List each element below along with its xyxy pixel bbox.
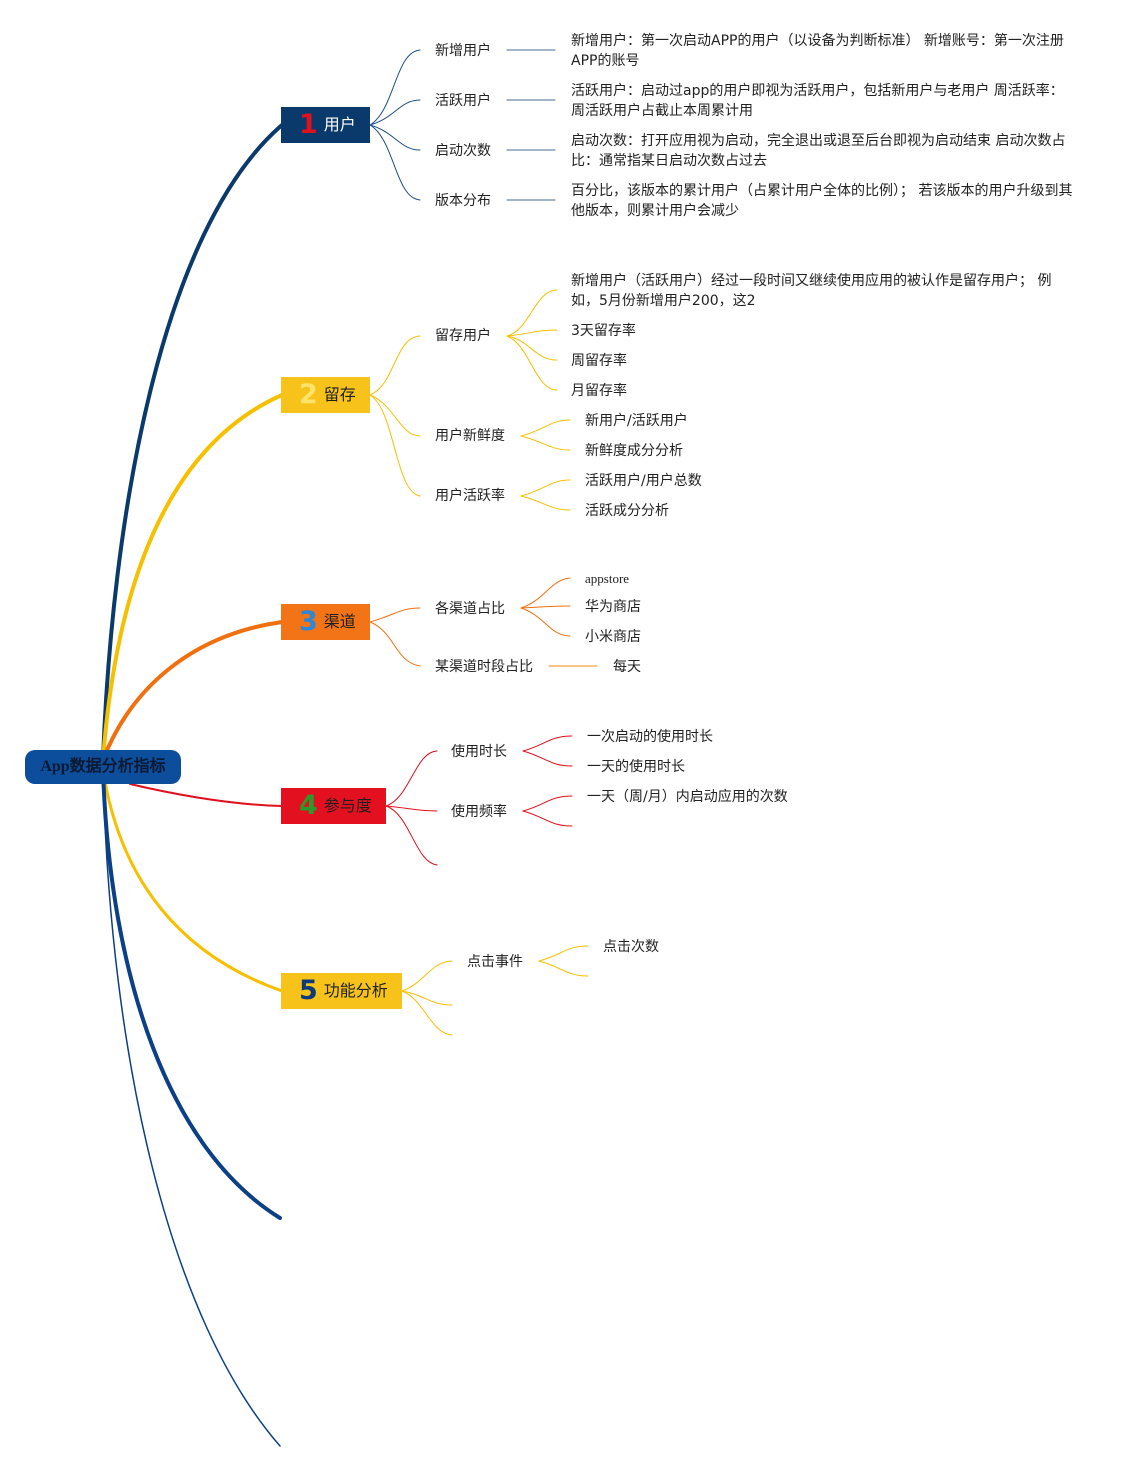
branch-channel (101, 620, 284, 762)
leaf-retained-definition[interactable]: 新增用户（活跃用户）经过一段时间又继续使用应用的被认作是留存用户； 例如，5月份… (571, 273, 1052, 309)
topic-number: 5 (299, 975, 318, 1006)
leaf-3day-retention[interactable]: 3天留存率 (571, 323, 636, 339)
subtopic-freshness[interactable]: 用户新鲜度 (435, 428, 505, 444)
leaf-active-analysis[interactable]: 活跃成分分析 (585, 503, 669, 519)
subtopic-launch-count[interactable]: 启动次数 (435, 143, 491, 159)
detail-new-users[interactable]: 新增用户：第一次启动APP的用户（以设备为判断标准） 新增账号：第一次注册APP… (571, 33, 1064, 69)
subtopic-version-dist[interactable]: 版本分布 (435, 193, 491, 209)
branch-retention (101, 393, 284, 762)
topic-engagement[interactable]: 4 参与度 (281, 788, 386, 824)
topic-feature[interactable]: 5 功能分析 (281, 973, 402, 1009)
leaf-xiaomi-store[interactable]: 小米商店 (585, 629, 641, 645)
topic-number: 2 (299, 379, 318, 410)
leaf-click-count[interactable]: 点击次数 (603, 939, 659, 955)
topic-label: 功能分析 (323, 981, 388, 1000)
leaf-freshness-analysis[interactable]: 新鲜度成分分析 (585, 443, 683, 459)
detail-version-dist[interactable]: 百分比，该版本的累计用户（占累计用户全体的比例）； 若该版本的用户升级到其他版本… (571, 183, 1073, 219)
topic-label: 用户 (323, 115, 356, 134)
detail-active-users[interactable]: 活跃用户：启动过app的用户即视为活跃用户，包括新用户与老用户 周活跃率：周活跃… (571, 83, 1064, 119)
topic-number: 1 (299, 109, 318, 140)
leaf-per-launch-duration[interactable]: 一次启动的使用时长 (587, 729, 713, 745)
topic-label: 参与度 (323, 796, 372, 815)
subtopic-channel-share[interactable]: 各渠道占比 (435, 601, 505, 617)
leaf-active-over-total[interactable]: 活跃用户/用户总数 (585, 473, 702, 489)
detail-launch-count[interactable]: 启动次数：打开应用视为启动，完全退出或退至后台即视为启动结束 启动次数占比：通常… (571, 133, 1066, 169)
subtopic-retained-users[interactable]: 留存用户 (435, 328, 491, 344)
topic-label: 渠道 (323, 612, 356, 631)
subtopic-click-event[interactable]: 点击事件 (467, 954, 523, 970)
leaf-daily-duration[interactable]: 一天的使用时长 (587, 759, 685, 775)
topic-channel[interactable]: 3 渠道 (281, 604, 370, 640)
leaf-daily[interactable]: 每天 (613, 659, 641, 675)
branch-users (101, 123, 284, 762)
leaf-appstore[interactable]: appstore (585, 571, 630, 586)
leaf-huawei-store[interactable]: 华为商店 (585, 599, 641, 615)
subtopic-channel-time-share[interactable]: 某渠道时段占比 (435, 659, 533, 675)
branch-feature (101, 768, 284, 993)
leaf-new-over-active[interactable]: 新用户/活跃用户 (585, 413, 688, 429)
branch-empty-2 (102, 769, 281, 1447)
subtopic-new-users[interactable]: 新增用户 (435, 43, 491, 59)
topic-label: 留存 (323, 385, 356, 404)
topic-users[interactable]: 1 用户 (281, 107, 370, 143)
topic-retention[interactable]: 2 留存 (281, 377, 370, 413)
topic-number: 3 (299, 606, 318, 637)
leaf-week-retention[interactable]: 周留存率 (571, 353, 627, 369)
root-topic[interactable]: App数据分析指标 (25, 750, 181, 784)
branch-engagement (129, 783, 283, 807)
leaf-month-retention[interactable]: 月留存率 (571, 383, 627, 399)
subtopic-active-rate[interactable]: 用户活跃率 (435, 488, 505, 504)
subtopic-active-users[interactable]: 活跃用户 (435, 93, 491, 109)
subtopic-usage-duration[interactable]: 使用时长 (451, 744, 507, 760)
branch-empty-1 (101, 768, 282, 1220)
subtopic-usage-frequency[interactable]: 使用频率 (451, 804, 507, 820)
leaf-launch-frequency[interactable]: 一天（周/月）内启动应用的次数 (587, 789, 788, 805)
topic-number: 4 (299, 790, 318, 821)
